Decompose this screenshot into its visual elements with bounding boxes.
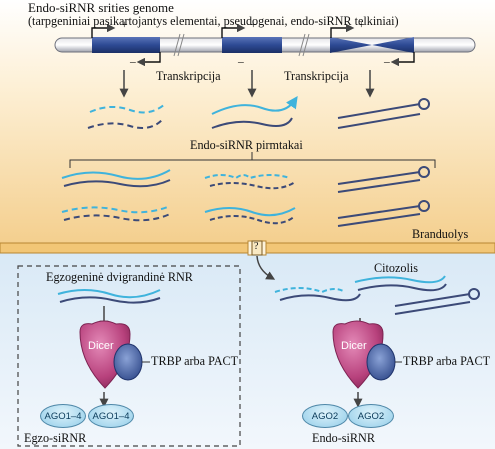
nuclear-membrane xyxy=(0,240,495,256)
exo-sirna-box xyxy=(17,265,241,447)
nuclear-pore xyxy=(251,240,263,256)
strand-plus-3: + xyxy=(358,19,365,31)
cofactor-right-label: TRBP arba PACT xyxy=(403,354,491,368)
ago-complex-right-2: AGO2 xyxy=(348,404,394,428)
transcription-arrows xyxy=(119,70,375,98)
endo-sirna-label: Endo-siRNR xyxy=(312,431,375,445)
precursors-row-2 xyxy=(61,200,430,227)
dicer-right-label: Dicer xyxy=(341,340,367,352)
cytosol-endo-rna xyxy=(274,275,480,336)
genome-subtitle: (tarpgeniniai pasikartojantys elementai,… xyxy=(28,14,399,28)
strand-minus-1: – xyxy=(130,56,136,68)
dicer-left xyxy=(79,320,150,408)
exo-sirna-label: Egzo-siRNR xyxy=(24,431,87,445)
cytosol-label: Citozolis xyxy=(374,261,419,275)
nucleus-label: Branduolys xyxy=(412,227,469,241)
pore-question-mark: ? xyxy=(254,241,259,252)
transcription-label-1: Transkripcija xyxy=(156,69,221,83)
strand-plus-2: + xyxy=(250,19,257,31)
strand-plus-1: + xyxy=(121,19,128,31)
export-arrow xyxy=(256,255,276,280)
precursors-row-1 xyxy=(61,166,430,193)
ago-complex-right-1: AGO2 xyxy=(302,404,348,428)
promoter-arrows xyxy=(91,23,415,67)
precursor-bracket xyxy=(69,152,436,168)
strand-minus-2: – xyxy=(238,56,244,68)
dicer-right xyxy=(332,320,402,408)
genome-title: Endo-siRNR srities genome xyxy=(28,0,174,15)
strand-minus-3: – xyxy=(384,56,390,68)
exo-rna-label: Egzogeninė dvigrandinė RNR xyxy=(46,270,193,284)
ago-complex-left-1: AGO1–4 xyxy=(40,404,86,428)
dicer-left-label: Dicer xyxy=(88,340,114,352)
transcripts-row-1 xyxy=(87,96,430,129)
precursors-label: Endo-siRNR pirmtakai xyxy=(190,138,303,152)
cofactor-left-label: TRBP arba PACT xyxy=(151,354,239,368)
chromosome xyxy=(54,33,476,57)
transcription-label-2: Transkripcija xyxy=(284,69,349,83)
ago-complex-left-2: AGO1–4 xyxy=(88,404,134,428)
